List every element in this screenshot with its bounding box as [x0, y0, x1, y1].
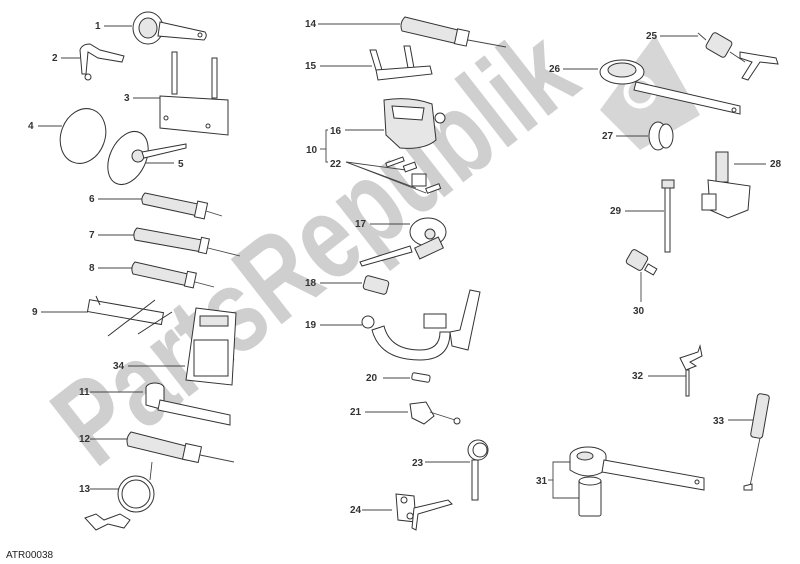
callout-28[interactable]: 28 [770, 159, 782, 170]
callout-12[interactable]: 12 [79, 434, 91, 445]
part-20-pin[interactable]: 20 [366, 372, 431, 384]
callout-8[interactable]: 8 [89, 263, 95, 274]
callout-30[interactable]: 30 [633, 306, 645, 317]
part-25-t-handle-puller[interactable]: 25 [646, 31, 779, 81]
part-6-puller[interactable]: 6 [89, 192, 223, 220]
part-19-c-clamp[interactable]: 19 [305, 289, 481, 361]
part-15-holding-bracket[interactable]: 15 [305, 45, 433, 81]
part-8-puller[interactable]: 8 [89, 261, 215, 289]
part-16-gauge-housing[interactable]: 16 [330, 98, 446, 149]
watermark: PartsRepublik [29, 3, 700, 490]
callout-16[interactable]: 16 [330, 126, 342, 137]
callout-11[interactable]: 11 [79, 387, 90, 398]
part-3-bracket[interactable]: 3 [124, 51, 229, 136]
callout-4[interactable]: 4 [28, 121, 34, 132]
callout-6[interactable]: 6 [89, 194, 95, 205]
callout-13[interactable]: 13 [79, 484, 91, 495]
callout-25[interactable]: 25 [646, 31, 658, 42]
part-18-bushing[interactable]: 18 [305, 275, 390, 295]
callout-24[interactable]: 24 [350, 505, 362, 516]
callout-1[interactable]: 1 [95, 21, 101, 32]
part-34-electronic-tester[interactable]: 34 [113, 307, 237, 386]
part-29-threaded-rod[interactable]: 29 [610, 179, 675, 253]
callout-17[interactable]: 17 [355, 219, 367, 230]
part-5-timing-disc[interactable]: 5 [100, 125, 187, 191]
part-22-fittings[interactable]: 22 [330, 156, 442, 194]
part-9-t-handle-tool[interactable]: 9 [32, 295, 173, 337]
callout-19[interactable]: 19 [305, 320, 317, 331]
callout-22[interactable]: 22 [330, 159, 342, 170]
part-17-flywheel-holder[interactable]: 17 [355, 217, 447, 267]
part-24-valve-tool[interactable]: 24 [350, 493, 453, 531]
part-30-knurled-adapter[interactable]: 30 [625, 249, 658, 317]
part-13-dial-gauge[interactable]: 13 [79, 461, 155, 531]
part-1-ring-spanner[interactable]: 1 [95, 11, 207, 45]
part-21-adapter[interactable]: 21 [350, 401, 461, 425]
callout-14[interactable]: 14 [305, 19, 317, 30]
callout-20[interactable]: 20 [366, 373, 378, 384]
callout-34[interactable]: 34 [113, 361, 125, 372]
part-12-long-puller[interactable]: 12 [79, 431, 235, 464]
part-11-socket-wrench[interactable]: 11 [79, 382, 231, 426]
part-28-press-tool[interactable]: 28 [701, 151, 782, 219]
part-14-puller[interactable]: 14 [305, 16, 507, 48]
part-4-degree-disc[interactable]: 4 [28, 102, 113, 170]
callout-5[interactable]: 5 [178, 159, 184, 170]
callout-10[interactable]: 10 [306, 145, 318, 156]
part-33-handle-tool[interactable]: 33 [713, 393, 770, 491]
part-7-puller[interactable]: 7 [89, 227, 241, 257]
part-27-sleeve[interactable]: 27 [602, 121, 674, 151]
callout-9[interactable]: 9 [32, 307, 38, 318]
callout-18[interactable]: 18 [305, 278, 317, 289]
drawing-code: ATR00038 [6, 550, 54, 561]
callout-23[interactable]: 23 [412, 458, 424, 469]
callout-29[interactable]: 29 [610, 206, 622, 217]
callout-31[interactable]: 31 [536, 476, 548, 487]
callout-32[interactable]: 32 [632, 371, 644, 382]
part-31-pin-wrench-set[interactable]: 31 [536, 446, 705, 517]
callout-7[interactable]: 7 [89, 230, 95, 241]
part-10-group[interactable]: 10 [306, 129, 328, 163]
callout-3[interactable]: 3 [124, 93, 130, 104]
callout-15[interactable]: 15 [305, 61, 317, 72]
callout-21[interactable]: 21 [350, 407, 362, 418]
part-32-cranked-pin[interactable]: 32 [632, 344, 703, 397]
part-2-bent-pin[interactable]: 2 [52, 43, 125, 81]
callout-2[interactable]: 2 [52, 53, 58, 64]
callout-26[interactable]: 26 [549, 64, 561, 75]
part-23-bore-gauge[interactable]: 23 [412, 439, 489, 501]
part-26-ring-nut-wrench[interactable]: 26 [549, 59, 741, 115]
callout-33[interactable]: 33 [713, 416, 725, 427]
callout-27[interactable]: 27 [602, 131, 614, 142]
watermark-text: PartsRepublik [29, 3, 600, 490]
